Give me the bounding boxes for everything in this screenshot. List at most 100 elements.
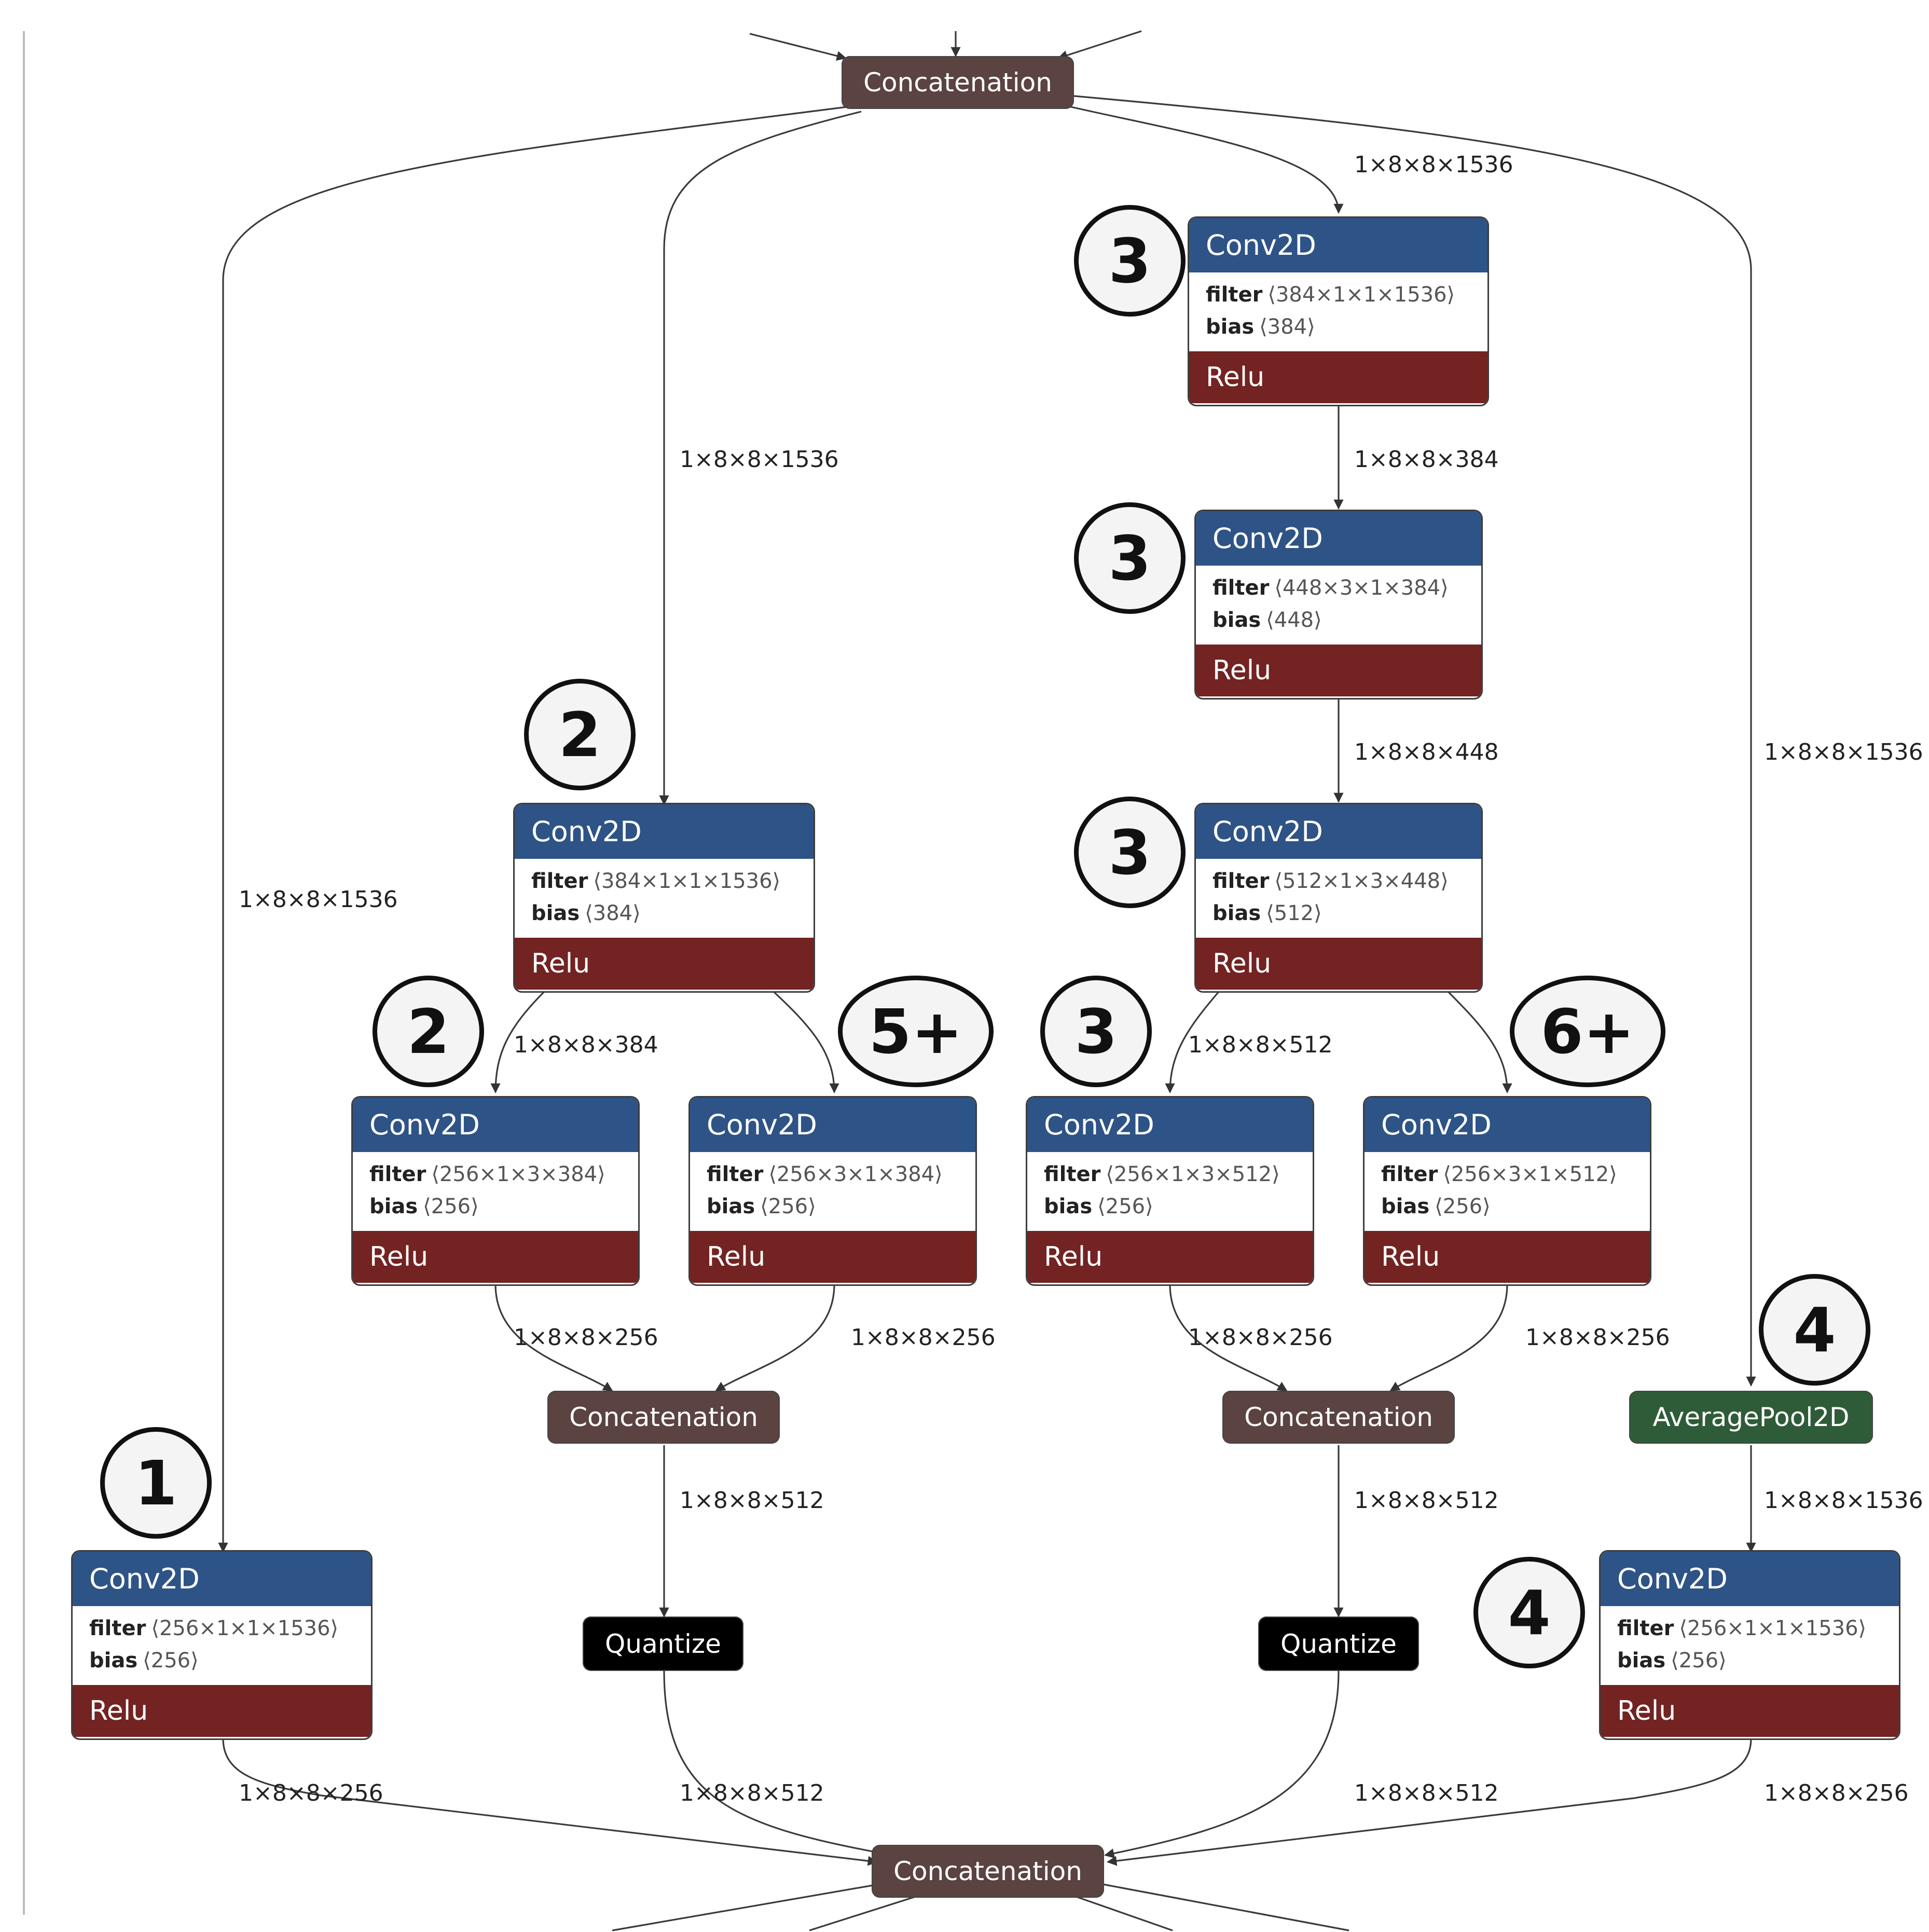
edge-label-top-to-avgpool: 1×8×8×1536 [1764,739,1923,765]
conv-5-filter-row: filter⟨256×3×1×384⟩ [707,1158,975,1190]
edge-label-conv1-out: 1×8×8×256 [239,1780,383,1806]
conv-4-activation: Relu [1601,1685,1899,1737]
edge-label-quant-left-out: 1×8×8×512 [680,1780,824,1806]
conv-2a-attrs: filter⟨384×1×1×1536⟩ bias⟨384⟩ [515,859,814,938]
badge-2-bottom: 2 [373,976,484,1087]
conv-3d-bias: ⟨256⟩ [1097,1195,1153,1218]
quantize-right-label: Quantize [1280,1628,1397,1659]
concat-bottom-node[interactable]: Concatenation [872,1845,1104,1898]
conv-6-activation: Relu [1365,1231,1650,1283]
conv-4-title: Conv2D [1601,1552,1899,1606]
conv-6-node[interactable]: Conv2D filter⟨256×3×1×512⟩ bias⟨256⟩ Rel… [1365,1098,1650,1284]
conv-3b-node[interactable]: Conv2D filter⟨448×3×1×384⟩ bias⟨448⟩ Rel… [1196,511,1481,698]
edge-label-conv2b-out: 1×8×8×256 [514,1324,658,1351]
edge-out-bottom-3 [1068,1893,1173,1931]
edge-in-top-right [1057,30,1142,60]
badge-5-plus: 5+ [838,976,994,1087]
badge-6-plus: 6+ [1510,976,1665,1087]
edge-conv2a-to-conv2b [490,990,546,1093]
conv-3a-title: Conv2D [1189,218,1487,272]
conv-3c-bias-row: bias⟨512⟩ [1212,897,1481,929]
conv-2a-bias-row: bias⟨384⟩ [531,897,814,929]
conv-3b-activation: Relu [1196,645,1481,696]
conv-6-filter: ⟨256×3×1×512⟩ [1443,1162,1617,1186]
edge-label-top-to-conv3a: 1×8×8×1536 [1354,152,1513,178]
concat-mid-left-node[interactable]: Concatenation [547,1391,780,1444]
conv-3a-activation: Relu [1189,351,1487,403]
conv-3c-bias: ⟨512⟩ [1266,901,1322,925]
conv-5-bias-row: bias⟨256⟩ [707,1190,975,1223]
conv-2b-node[interactable]: Conv2D filter⟨256×1×3×384⟩ bias⟨256⟩ Rel… [353,1098,638,1284]
bias-label: bias [531,901,580,925]
badge-1: 1 [100,1427,212,1539]
edge-conv3c-to-conv6 [1446,990,1512,1093]
concat-top-node[interactable]: Concatenation [842,56,1074,109]
quantize-left-node[interactable]: Quantize [583,1616,743,1671]
conv-2b-attrs: filter⟨256×1×3×384⟩ bias⟨256⟩ [353,1152,638,1231]
edge-conv3c-to-conv3d [1165,990,1220,1093]
conv-4-node[interactable]: Conv2D filter⟨256×1×1×1536⟩ bias⟨256⟩ Re… [1601,1552,1899,1738]
conv-1-attrs: filter⟨256×1×1×1536⟩ bias⟨256⟩ [73,1606,371,1685]
concat-mid-right-label: Concatenation [1244,1402,1433,1432]
conv-3a-filter: ⟨384×1×1×1536⟩ [1267,283,1455,307]
conv-2a-filter-row: filter⟨384×1×1×1536⟩ [531,865,814,897]
edge-label-concat-left-out: 1×8×8×512 [680,1487,824,1514]
edge-label-conv3c-to-branches: 1×8×8×512 [1188,1032,1333,1058]
conv-1-bias-row: bias⟨256⟩ [89,1645,371,1677]
conv-5-node[interactable]: Conv2D filter⟨256×3×1×384⟩ bias⟨256⟩ Rel… [690,1098,975,1284]
conv-3d-node[interactable]: Conv2D filter⟨256×1×3×512⟩ bias⟨256⟩ Rel… [1027,1098,1313,1284]
concat-top-label: Concatenation [863,67,1052,98]
badge-3-c: 3 [1074,797,1186,908]
edge-label-top-to-conv2a: 1×8×8×1536 [680,446,839,473]
edge-out-bottom-1 [612,1883,883,1931]
edge-quant-left-to-concat-bottom [663,1670,893,1859]
conv-3c-activation: Relu [1196,938,1481,990]
bias-label: bias [369,1195,418,1218]
conv-2b-filter: ⟨256×1×3×384⟩ [431,1162,605,1186]
filter-label: filter [1381,1162,1438,1186]
edge-label-top-to-conv1: 1×8×8×1536 [239,886,398,913]
conv-3a-node[interactable]: Conv2D filter⟨384×1×1×1536⟩ bias⟨384⟩ Re… [1189,218,1487,405]
concat-mid-right-node[interactable]: Concatenation [1222,1391,1455,1444]
bias-label: bias [1212,901,1261,925]
quantize-left-label: Quantize [605,1628,721,1659]
edge-label-conv5-out: 1×8×8×256 [851,1324,996,1351]
conv-3b-title: Conv2D [1196,511,1481,566]
filter-label: filter [1044,1162,1101,1186]
conv-6-bias-row: bias⟨256⟩ [1381,1190,1650,1223]
conv-4-bias-row: bias⟨256⟩ [1617,1645,1899,1677]
conv-3c-node[interactable]: Conv2D filter⟨512×1×3×448⟩ bias⟨512⟩ Rel… [1196,804,1481,991]
edge-label-conv2a-to-branches: 1×8×8×384 [514,1032,658,1058]
filter-label: filter [89,1616,146,1640]
quantize-right-node[interactable]: Quantize [1258,1616,1419,1671]
conv-1-filter: ⟨256×1×1×1536⟩ [151,1616,339,1640]
conv-5-title: Conv2D [690,1098,975,1152]
badge-3-a: 3 [1074,205,1186,317]
conv-5-bias: ⟨256⟩ [760,1195,816,1218]
edge-label-avgpool-out: 1×8×8×1536 [1764,1487,1923,1514]
conv-3a-attrs: filter⟨384×1×1×1536⟩ bias⟨384⟩ [1189,272,1487,351]
avgpool-node[interactable]: AveragePool2D [1629,1391,1873,1444]
conv-1-node[interactable]: Conv2D filter⟨256×1×1×1536⟩ bias⟨256⟩ Re… [73,1552,371,1738]
conv-5-filter: ⟨256×3×1×384⟩ [768,1162,943,1186]
conv-3d-attrs: filter⟨256×1×3×512⟩ bias⟨256⟩ [1027,1152,1313,1231]
edge-top-to-conv1 [218,105,851,1553]
edge-label-conv3d-out: 1×8×8×256 [1188,1324,1333,1351]
conv-2a-bias: ⟨384⟩ [585,901,641,925]
conv-3b-filter: ⟨448×3×1×384⟩ [1274,576,1449,600]
conv-3a-bias-row: bias⟨384⟩ [1206,311,1487,343]
conv-2a-title: Conv2D [515,804,814,859]
bias-label: bias [89,1649,138,1673]
conv-3b-bias-row: bias⟨448⟩ [1212,604,1481,636]
edge-label-quant-right-out: 1×8×8×512 [1354,1780,1499,1806]
conv-6-filter-row: filter⟨256×3×1×512⟩ [1381,1158,1650,1190]
conv-3c-attrs: filter⟨512×1×3×448⟩ bias⟨512⟩ [1196,859,1481,938]
conv-2b-bias: ⟨256⟩ [423,1195,479,1218]
filter-label: filter [369,1162,426,1186]
conv-4-bias: ⟨256⟩ [1671,1649,1727,1673]
conv-2a-node[interactable]: Conv2D filter⟨384×1×1×1536⟩ bias⟨384⟩ Re… [515,804,814,991]
conv-2b-activation: Relu [353,1231,638,1283]
badge-3-d: 3 [1040,976,1152,1087]
